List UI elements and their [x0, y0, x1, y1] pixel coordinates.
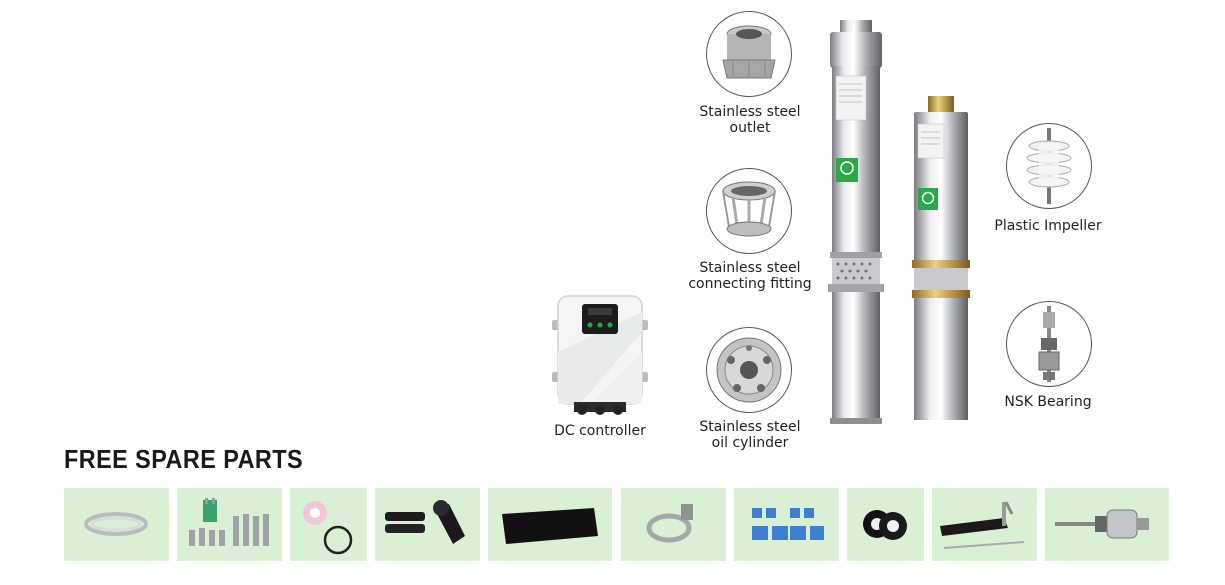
dc-controller-image [550, 292, 650, 416]
section-title: FREE SPARE PARTS [64, 444, 304, 474]
outlet-label: Stainless steel outlet [680, 104, 820, 136]
cylinder-circle [706, 327, 792, 413]
dc-controller-label: DC controller [554, 423, 646, 439]
cylinder-label: Stainless steel oil cylinder [680, 419, 820, 451]
spare-part-cable-ring [64, 488, 169, 561]
bearing-circle [1006, 301, 1092, 387]
fitting-label-line2: connecting fitting [688, 276, 812, 292]
small-pump-image [910, 94, 972, 424]
fitting-label: Stainless steel connecting fitting [670, 260, 830, 292]
impeller-label: Plastic Impeller [994, 218, 1102, 234]
large-pump-image [822, 18, 890, 426]
spare-part-hose-clamp [621, 488, 726, 561]
spare-part-wrench [932, 488, 1037, 561]
cylinder-label-line1: Stainless steel [699, 419, 801, 435]
spare-part-bolts [177, 488, 282, 561]
outlet-label-line2: outlet [729, 120, 771, 136]
spare-part-connectors [734, 488, 839, 561]
bearing-label: NSK Bearing [1004, 394, 1092, 410]
spare-part-tape-oring [290, 488, 367, 561]
cylinder-label-line2: oil cylinder [711, 435, 789, 451]
fitting-label-line1: Stainless steel [699, 260, 801, 276]
spare-part-float-switch [1045, 488, 1169, 561]
spare-part-tape-rolls [847, 488, 924, 561]
outlet-circle [706, 11, 792, 97]
spare-part-sleeves [375, 488, 480, 561]
spare-part-shrink-tube [488, 488, 612, 561]
impeller-circle [1006, 123, 1092, 209]
outlet-label-line1: Stainless steel [699, 104, 801, 120]
fitting-circle [706, 168, 792, 254]
